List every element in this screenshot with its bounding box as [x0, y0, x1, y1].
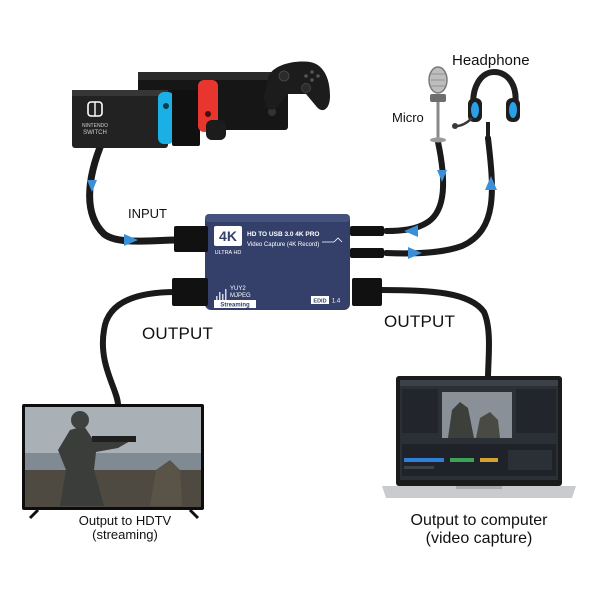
output-left-label: OUTPUT	[142, 324, 214, 343]
hdtv-cable	[99, 289, 179, 408]
arrow-right-icon	[124, 234, 138, 246]
switch-brand-text: NINTENDO	[82, 123, 108, 129]
device-4k-badge: 4K	[219, 228, 237, 244]
device-title-line1: HD TO USB 3.0 4K PRO	[247, 231, 319, 238]
micro-label: Micro	[392, 110, 424, 125]
hdmi-input-port	[174, 226, 208, 252]
hdmi-output-port	[172, 278, 208, 306]
device-edid-label: EDID	[313, 299, 326, 305]
microphone-icon	[428, 66, 448, 143]
headphone-icon	[452, 68, 520, 138]
switch-model-text: SWITCH	[83, 130, 107, 136]
arrow-up-icon	[485, 176, 497, 190]
device-ultrahd-text: ULTRA HD	[215, 250, 242, 256]
capture-device: 4K ULTRA HD HD TO USB 3.0 4K PRO Video C…	[172, 214, 384, 310]
hdtv-caption-line1: Output to HDTV	[78, 513, 172, 528]
computer-caption-line2: (video capture)	[425, 529, 533, 547]
input-cable	[86, 136, 182, 245]
arrow-right-icon	[408, 247, 422, 259]
direction-arrows	[87, 170, 497, 259]
switch-console	[158, 80, 226, 146]
device-streaming-label: Streaming	[220, 303, 250, 309]
hdtv-caption-line2: (streaming)	[92, 527, 158, 543]
input-label: INPUT	[128, 206, 167, 221]
hdtv-caption: Output to HDTV (streaming)	[40, 513, 210, 543]
device-title-line2: Video Capture (4K Record)	[247, 242, 319, 248]
arrow-left-icon	[404, 225, 418, 237]
device-format-yuy2: YUY2	[230, 286, 246, 292]
headphone-label: Headphone	[452, 52, 530, 69]
computer-cable	[379, 287, 492, 381]
nintendo-switch-dock: NINTENDO SWITCH	[72, 90, 168, 148]
computer-caption: Output to computer (video capture)	[384, 512, 574, 547]
device-format-mjpeg: MJPEG	[230, 293, 251, 299]
arrow-down-icon	[87, 180, 97, 192]
mic-jack	[350, 226, 384, 236]
game-controller-icon	[264, 61, 330, 111]
computer-caption-line1: Output to computer	[410, 512, 548, 529]
output-right-label: OUTPUT	[384, 312, 456, 331]
mic-cable	[383, 139, 447, 234]
arrow-down-icon	[437, 170, 447, 182]
hdtv-icon	[22, 404, 204, 520]
usb-output-port	[352, 278, 382, 306]
headphone-jack	[350, 248, 384, 258]
laptop-icon	[382, 376, 576, 498]
device-edid-version: 1.4	[332, 299, 341, 305]
